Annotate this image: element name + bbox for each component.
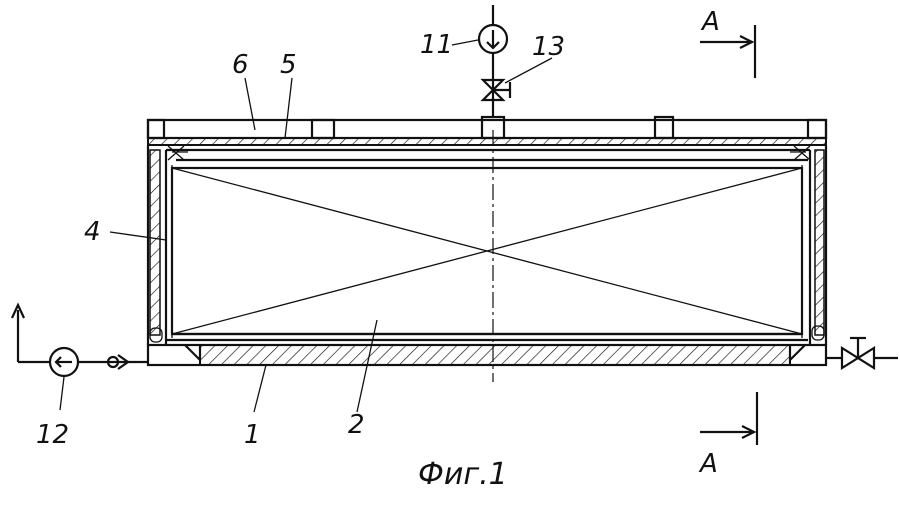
drain-valve-icon (840, 336, 876, 370)
base-plate (146, 343, 828, 367)
label-4: 4 (84, 217, 101, 247)
label-11: 11 (420, 30, 453, 60)
leader-lines (59, 39, 553, 413)
check-valve-icon (106, 354, 130, 370)
label-section-top: A (700, 7, 720, 37)
label-12: 12 (36, 420, 69, 450)
section-marker-bottom (700, 392, 759, 445)
label-6: 6 (232, 50, 249, 80)
label-5: 5 (280, 50, 297, 80)
section-marker-top (700, 25, 757, 78)
pump-12-icon (48, 346, 80, 378)
filter-element (166, 166, 808, 342)
valve-13-icon (480, 78, 512, 102)
side-wall-right (801, 145, 828, 345)
figure-caption: Фиг.1 (418, 457, 508, 492)
label-13: 13 (532, 32, 565, 62)
left-pipe (11, 302, 148, 364)
corner-seals (149, 145, 825, 343)
label-section-bottom: A (698, 449, 718, 479)
pump-11-icon (477, 23, 509, 55)
side-wall-left (146, 145, 173, 345)
membrane-layer (147, 137, 827, 146)
label-2: 2 (348, 410, 365, 440)
label-1: 1 (244, 420, 261, 450)
cover-plate (146, 115, 828, 140)
